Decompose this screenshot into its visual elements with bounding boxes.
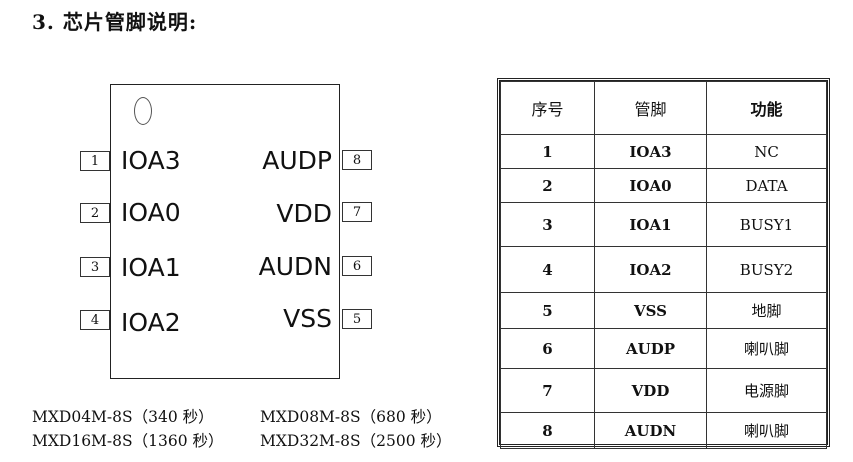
cell-index: 2	[500, 168, 595, 203]
cell-index: 6	[500, 328, 595, 369]
cell-function: BUSY1	[706, 202, 827, 247]
cell-index: 5	[500, 292, 595, 329]
pin-8-label: AUDP	[262, 146, 332, 175]
pin-1-box: 1	[80, 151, 110, 171]
header-pin: 管脚	[594, 81, 707, 135]
pin-3-label: IOA1	[121, 253, 181, 282]
cell-function: DATA	[706, 168, 827, 203]
cell-index: 1	[500, 134, 595, 169]
pin-6-box: 6	[342, 256, 372, 276]
cell-pin: AUDP	[594, 328, 707, 369]
table-row: 7 VDD 电源脚	[500, 368, 827, 413]
cell-function: 地脚	[706, 292, 827, 329]
pin-5-label: VSS	[283, 304, 332, 333]
pin-3-box: 3	[80, 257, 110, 277]
pin-4-label: IOA2	[121, 308, 181, 337]
cell-pin: IOA0	[594, 168, 707, 203]
cell-function: 喇叭脚	[706, 328, 827, 369]
model-item: MXD04M-8S（340 秒）	[32, 408, 214, 426]
pin-6-label: AUDN	[258, 252, 332, 281]
pin-2-label: IOA0	[121, 198, 181, 227]
cell-pin: IOA1	[594, 202, 707, 247]
cell-function: 电源脚	[706, 368, 827, 413]
pin-4-box: 4	[80, 310, 110, 330]
header-function: 功能	[706, 81, 827, 135]
pin-7-box: 7	[342, 202, 372, 222]
table-row: 8 AUDN 喇叭脚	[500, 412, 827, 449]
cell-index: 7	[500, 368, 595, 413]
section-title: 3. 芯片管脚说明:	[32, 10, 198, 34]
chip-body	[110, 84, 340, 379]
header-index: 序号	[500, 81, 595, 135]
pin-7-label: VDD	[276, 199, 332, 228]
cell-index: 8	[500, 412, 595, 449]
pin-2-box: 2	[80, 203, 110, 223]
cell-function: NC	[706, 134, 827, 169]
pin1-orientation-mark	[134, 97, 152, 125]
cell-function: BUSY2	[706, 246, 827, 293]
table-row: 1 IOA3 NC	[500, 134, 827, 169]
cell-pin: IOA2	[594, 246, 707, 293]
table-header-row: 序号 管脚 功能	[500, 81, 827, 135]
table-row: 3 IOA1 BUSY1	[500, 202, 827, 247]
model-item: MXD08M-8S（680 秒）	[260, 408, 442, 426]
cell-pin: AUDN	[594, 412, 707, 449]
pin-8-box: 8	[342, 150, 372, 170]
cell-index: 4	[500, 246, 595, 293]
pin-1-label: IOA3	[121, 146, 181, 175]
table-row: 6 AUDP 喇叭脚	[500, 328, 827, 369]
model-item: MXD16M-8S（1360 秒）	[32, 432, 224, 450]
cell-index: 3	[500, 202, 595, 247]
table-row: 5 VSS 地脚	[500, 292, 827, 329]
table-row: 4 IOA2 BUSY2	[500, 246, 827, 293]
cell-pin: VSS	[594, 292, 707, 329]
model-item: MXD32M-8S（2500 秒）	[260, 432, 452, 450]
pin-function-table: 序号 管脚 功能 1 IOA3 NC 2 IOA0 DATA 3 IOA1 BU…	[497, 78, 830, 449]
cell-function: 喇叭脚	[706, 412, 827, 449]
cell-pin: VDD	[594, 368, 707, 413]
cell-pin: IOA3	[594, 134, 707, 169]
table-row: 2 IOA0 DATA	[500, 168, 827, 203]
pin-5-box: 5	[342, 309, 372, 329]
